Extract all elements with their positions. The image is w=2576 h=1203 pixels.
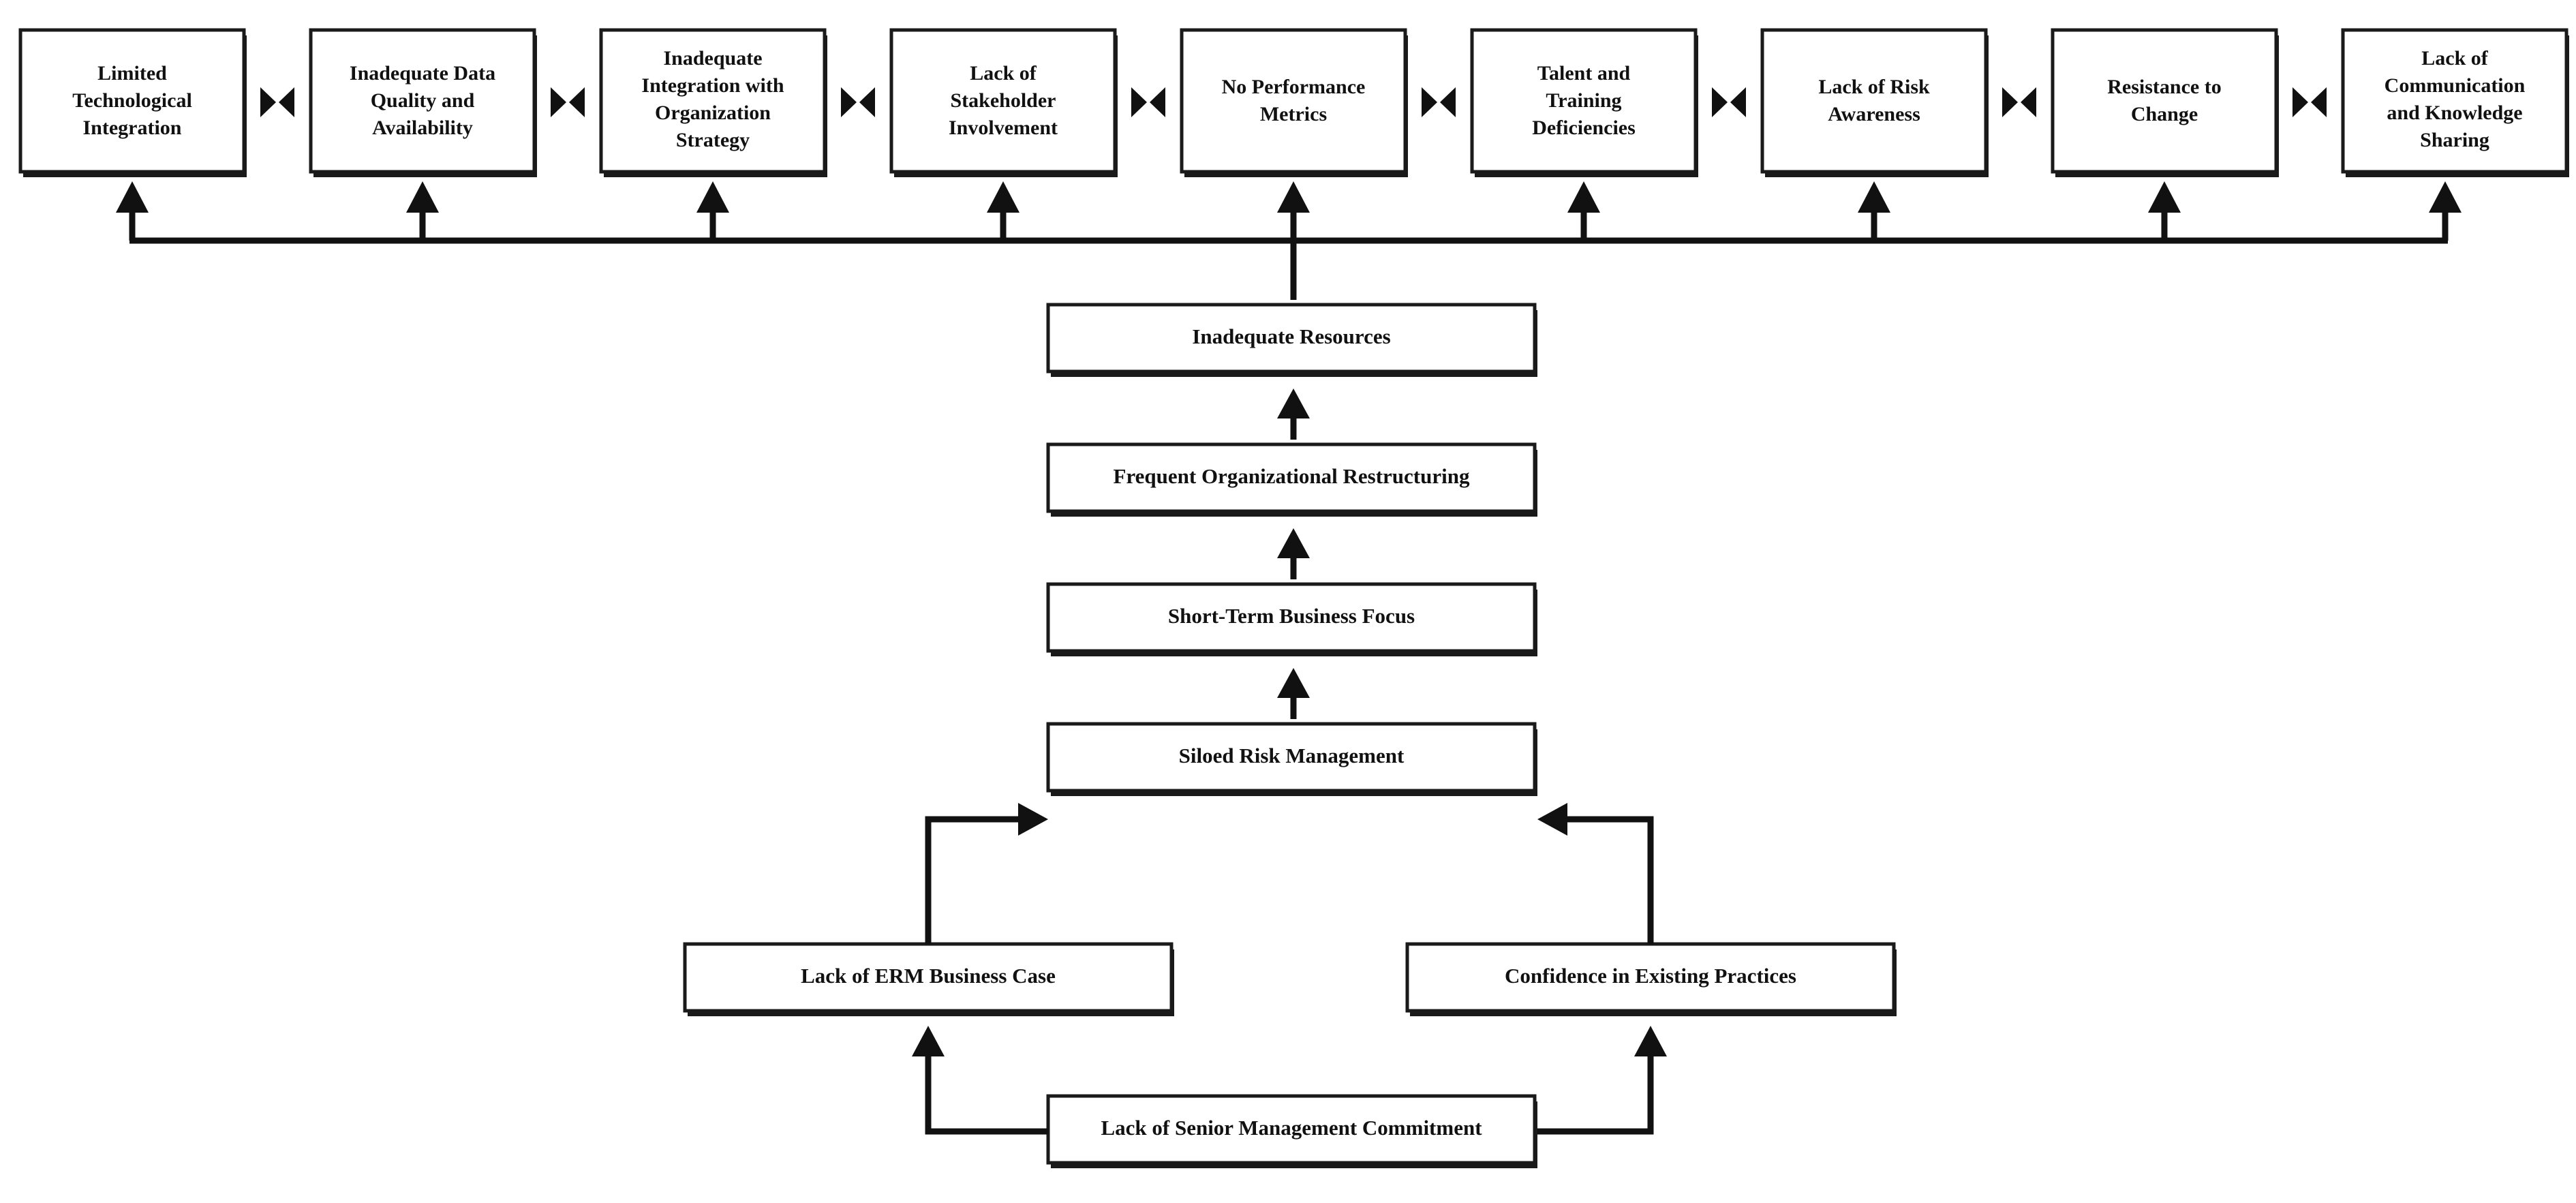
branch-row: Lack of ERM Business Case Confidence in …: [683, 803, 1897, 1016]
node-label-line: Awareness: [1828, 103, 1920, 125]
node-short-term-business-focus[interactable]: Short-Term Business Focus: [1046, 582, 1537, 656]
node-label-line: Organization: [655, 102, 771, 124]
node-lack-of-erm-business-case[interactable]: Lack of ERM Business Case: [683, 942, 1174, 1016]
node-siloed-risk-management[interactable]: Siloed Risk Management: [1046, 722, 1537, 796]
bus-riser-to-n1: [116, 181, 149, 241]
distribution-bus: [116, 181, 2462, 300]
node-resistance-to-change[interactable]: Resistance to Change: [2051, 28, 2279, 177]
arrow-up-icon: [987, 181, 1019, 213]
node-label-line: Metrics: [1260, 103, 1327, 125]
edge-c2-to-c1: [1277, 389, 1310, 440]
node-lack-of-risk-awareness[interactable]: Lack of Risk Awareness: [1760, 28, 1989, 177]
node-label-line: Training: [1546, 89, 1621, 112]
node-lack-of-communication-and-knowledge-sharing[interactable]: Lack of Communication and Knowledge Shar…: [2341, 28, 2569, 177]
bowtie-icon: [551, 87, 585, 117]
arrow-up-icon: [2148, 181, 2181, 213]
arrow-up-icon: [1277, 181, 1310, 213]
node-inadequate-resources[interactable]: Inadequate Resources: [1046, 303, 1537, 377]
node-label-line: No Performance: [1222, 76, 1366, 98]
node-label-line: Integration: [83, 117, 182, 139]
node-label-line: Lack of: [970, 62, 1037, 85]
arrow-right-icon: [1018, 803, 1048, 836]
bus-riser-to-n4: [987, 181, 1019, 241]
node-label-line: Sharing: [2420, 129, 2489, 151]
bowtie-connectors: [260, 87, 2327, 117]
arrow-up-icon: [2429, 181, 2462, 213]
node-label-line: Limited: [97, 62, 167, 85]
bus-riser-to-n3: [696, 181, 729, 241]
node-label-line: Strategy: [676, 129, 750, 151]
node-label-line: Deficiencies: [1532, 117, 1636, 139]
top-level-row: Limited Technological Integration Inadeq…: [18, 28, 2569, 177]
bus-riser-to-n7: [1858, 181, 1890, 241]
edge-b1-to-c4: [925, 803, 1048, 944]
arrow-up-icon: [912, 1026, 945, 1056]
node-label-line: Quality and: [371, 89, 475, 112]
bus-riser-to-n9: [2429, 181, 2462, 241]
node-label: Short-Term Business Focus: [1168, 604, 1415, 628]
arrow-up-icon: [116, 181, 149, 213]
node-label-line: Availability: [372, 117, 473, 139]
causal-chain: Inadequate Resources Frequent Organizati…: [1046, 303, 1537, 796]
bowtie-icon: [1131, 87, 1165, 117]
bowtie-icon: [2002, 87, 2036, 117]
node-label-line: Talent and: [1537, 62, 1631, 85]
node-label-line: Resistance to: [2107, 76, 2221, 98]
node-talent-and-training-deficiencies[interactable]: Talent and Training Deficiencies: [1470, 28, 1698, 177]
node-label: Inadequate Resources: [1192, 324, 1390, 348]
node-label-line: Communication: [2385, 74, 2526, 97]
node-lack-of-senior-management-commitment[interactable]: Lack of Senior Management Commitment: [1046, 1094, 1537, 1168]
node-label: Confidence in Existing Practices: [1505, 964, 1796, 988]
arrow-up-icon: [1277, 668, 1310, 698]
arrow-up-icon: [406, 181, 439, 213]
arrow-up-icon: [696, 181, 729, 213]
node-frequent-organizational-restructuring[interactable]: Frequent Organizational Restructuring: [1046, 442, 1537, 517]
bus-riser-to-n8: [2148, 181, 2181, 241]
node-label-line: Technological: [72, 89, 192, 112]
edge-c3-to-c2: [1277, 528, 1310, 579]
arrow-up-icon: [1567, 181, 1600, 213]
edge-r1-to-b2: [1537, 1026, 1667, 1135]
edge-c4-to-c3: [1277, 668, 1310, 719]
node-label-line: Lack of: [2421, 47, 2489, 70]
node-label-line: Involvement: [949, 117, 1058, 139]
arrow-up-icon: [1634, 1026, 1667, 1056]
bowtie-icon: [1712, 87, 1746, 117]
node-label-line: and Knowledge: [2387, 102, 2522, 124]
node-lack-of-stakeholder-involvement[interactable]: Lack of Stakeholder Involvement: [889, 28, 1118, 177]
node-label-line: Inadequate Data: [350, 62, 495, 85]
arrow-up-icon: [1277, 528, 1310, 558]
node-label-line: Integration with: [641, 74, 784, 97]
node-label-line: Stakeholder: [950, 89, 1056, 112]
node-label: Lack of Senior Management Commitment: [1101, 1116, 1482, 1140]
bowtie-icon: [1422, 87, 1456, 117]
node-confidence-in-existing-practices[interactable]: Confidence in Existing Practices: [1405, 942, 1897, 1016]
arrow-up-icon: [1858, 181, 1890, 213]
node-inadequate-data-quality-and-availability[interactable]: Inadequate Data Quality and Availability: [309, 28, 537, 177]
node-label: Siloed Risk Management: [1179, 744, 1405, 767]
node-label: Lack of ERM Business Case: [801, 964, 1056, 988]
bowtie-icon: [260, 87, 294, 117]
root-row: Lack of Senior Management Commitment: [912, 1026, 1667, 1168]
node-label-line: Lack of Risk: [1818, 76, 1930, 98]
node-label: Frequent Organizational Restructuring: [1114, 464, 1470, 488]
arrow-up-icon: [1277, 389, 1310, 418]
node-inadequate-integration-with-organization-strategy[interactable]: Inadequate Integration with Organization…: [599, 28, 827, 177]
node-no-performance-metrics[interactable]: No Performance Metrics: [1180, 28, 1408, 177]
node-limited-technological-integration[interactable]: Limited Technological Integration: [18, 28, 247, 177]
arrow-left-icon: [1537, 803, 1567, 836]
bowtie-icon: [2293, 87, 2327, 117]
edge-b2-to-c4: [1537, 803, 1654, 944]
bus-riser-to-n2: [406, 181, 439, 241]
node-label-line: Inadequate: [663, 47, 762, 70]
bus-riser-to-n6: [1567, 181, 1600, 241]
node-label-line: Change: [2131, 103, 2198, 125]
edge-r1-to-b1: [912, 1026, 1048, 1135]
bowtie-icon: [841, 87, 875, 117]
